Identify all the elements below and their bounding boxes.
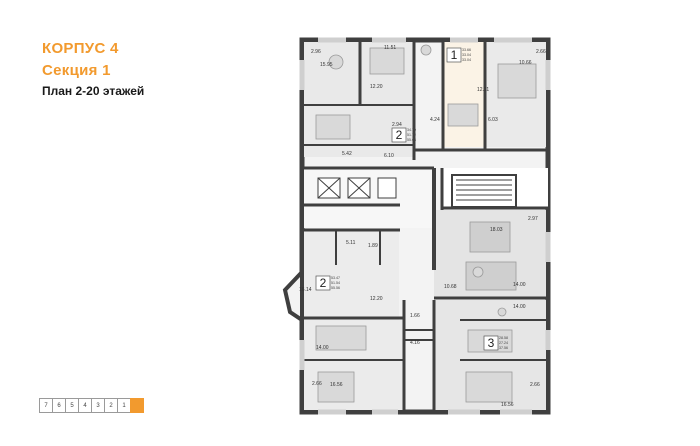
room-area-label: 6.03 bbox=[488, 117, 498, 123]
title-block: КОРПУС 4 Секция 1 План 2-20 этажей bbox=[42, 38, 144, 100]
room-area-label: 12.20 bbox=[370, 84, 383, 90]
apartment-2-mid-area-c: 55.56 bbox=[331, 286, 340, 290]
apartment-3-area-a: 28.58 bbox=[499, 336, 508, 340]
floors-subtitle: План 2-20 этажей bbox=[42, 84, 145, 98]
room-area-label: 2.66 bbox=[312, 381, 322, 387]
room-area-label: 6.10 bbox=[384, 153, 394, 159]
room-area-label: 5.11 bbox=[346, 240, 356, 246]
apartment-1-rooms: 1 bbox=[451, 48, 458, 62]
apartment-1-area-c: 33.04 bbox=[462, 58, 471, 62]
room-area-label: 11.51 bbox=[384, 45, 396, 51]
apartment-2-top-area-b: 51.72 bbox=[407, 133, 416, 137]
apartment-2-mid-zone bbox=[304, 230, 399, 320]
apartment-2-top-area-c: 55.68 bbox=[407, 138, 416, 142]
floor-button[interactable]: 3 bbox=[91, 398, 105, 413]
apartment-1-area-a: 33.66 bbox=[462, 48, 471, 52]
floor-selector: 7 6 5 4 3 2 1 bbox=[39, 398, 144, 413]
room-area-label: 2.94 bbox=[392, 122, 402, 128]
apartment-2-top-area-a: 34.70 bbox=[407, 128, 416, 132]
apartment-3-area-c: 37.56 bbox=[499, 346, 508, 350]
apartment-3-area-b: 27.24 bbox=[499, 341, 508, 345]
apartment-2-mid-rooms: 2 bbox=[320, 276, 327, 290]
room-area-label: 16.14 bbox=[299, 287, 312, 293]
room-area-labels: 2.96 15.95 11.51 2.66 10.66 12.20 12.11 2.94 4.2… bbox=[299, 45, 546, 408]
apartment-3-marker[interactable]: 3 28.58 27.24 37.56 bbox=[483, 335, 508, 351]
room-area-label: 10.66 bbox=[519, 60, 532, 66]
room-area-label: 10.68 bbox=[444, 284, 457, 290]
room-area-label: 14.00 bbox=[513, 282, 526, 288]
room-area-label: 5.42 bbox=[342, 151, 352, 157]
room-area-label: 14.00 bbox=[513, 304, 526, 310]
stairwell bbox=[451, 174, 517, 208]
room-area-label: 1.89 bbox=[368, 243, 378, 249]
room-area-label: 14.00 bbox=[316, 345, 329, 351]
room-area-label: 2.96 bbox=[311, 49, 321, 55]
room-area-label: 12.20 bbox=[370, 296, 383, 302]
floor-button[interactable]: 7 bbox=[39, 398, 53, 413]
floor-button[interactable]: 2 bbox=[104, 398, 118, 413]
room-area-label: 4.24 bbox=[430, 117, 440, 123]
interior-walls bbox=[302, 40, 548, 412]
apartment-1-marker[interactable]: 1 33.66 33.04 33.04 bbox=[446, 47, 471, 63]
apartment-2-mid-area-b: 51.54 bbox=[331, 281, 340, 285]
room-area-label: 12.11 bbox=[477, 87, 489, 93]
apartment-2-top-rooms: 2 bbox=[396, 128, 403, 142]
room-area-label: 16.56 bbox=[501, 402, 514, 408]
floor-button[interactable]: 5 bbox=[65, 398, 79, 413]
building-title: КОРПУС 4 bbox=[42, 40, 119, 57]
furniture bbox=[315, 44, 537, 403]
section-title: Секция 1 bbox=[42, 62, 111, 79]
room-area-label: 15.95 bbox=[320, 62, 333, 68]
floor-button[interactable]: 1 bbox=[117, 398, 131, 413]
floor-button[interactable]: 4 bbox=[78, 398, 92, 413]
room-area-label: 18.03 bbox=[490, 227, 503, 233]
floor-button-active[interactable] bbox=[130, 398, 144, 413]
windows bbox=[299, 37, 551, 415]
apartment-3-rooms: 3 bbox=[488, 336, 495, 350]
apartment-2-top-marker[interactable]: 2 34.70 51.72 55.68 bbox=[391, 127, 416, 143]
room-area-label: 1.66 bbox=[410, 313, 420, 319]
room-area-label: 4.16 bbox=[410, 340, 420, 346]
apartment-1-area-b: 33.04 bbox=[462, 53, 471, 57]
floor-button[interactable]: 6 bbox=[52, 398, 66, 413]
apartment-2-mid-marker[interactable]: 2 53.47 51.54 55.56 bbox=[315, 275, 340, 291]
apartment-markers[interactable]: 1 33.66 33.04 33.04 2 34.70 51.72 55.68 … bbox=[315, 47, 508, 351]
apartment-2-mid-area-a: 53.47 bbox=[331, 276, 340, 280]
room-area-label: 2.66 bbox=[530, 382, 540, 388]
room-area-label: 2.66 bbox=[536, 49, 546, 55]
elevators bbox=[317, 177, 397, 199]
room-area-label: 16.56 bbox=[330, 382, 343, 388]
room-area-label: 2.97 bbox=[528, 216, 538, 222]
